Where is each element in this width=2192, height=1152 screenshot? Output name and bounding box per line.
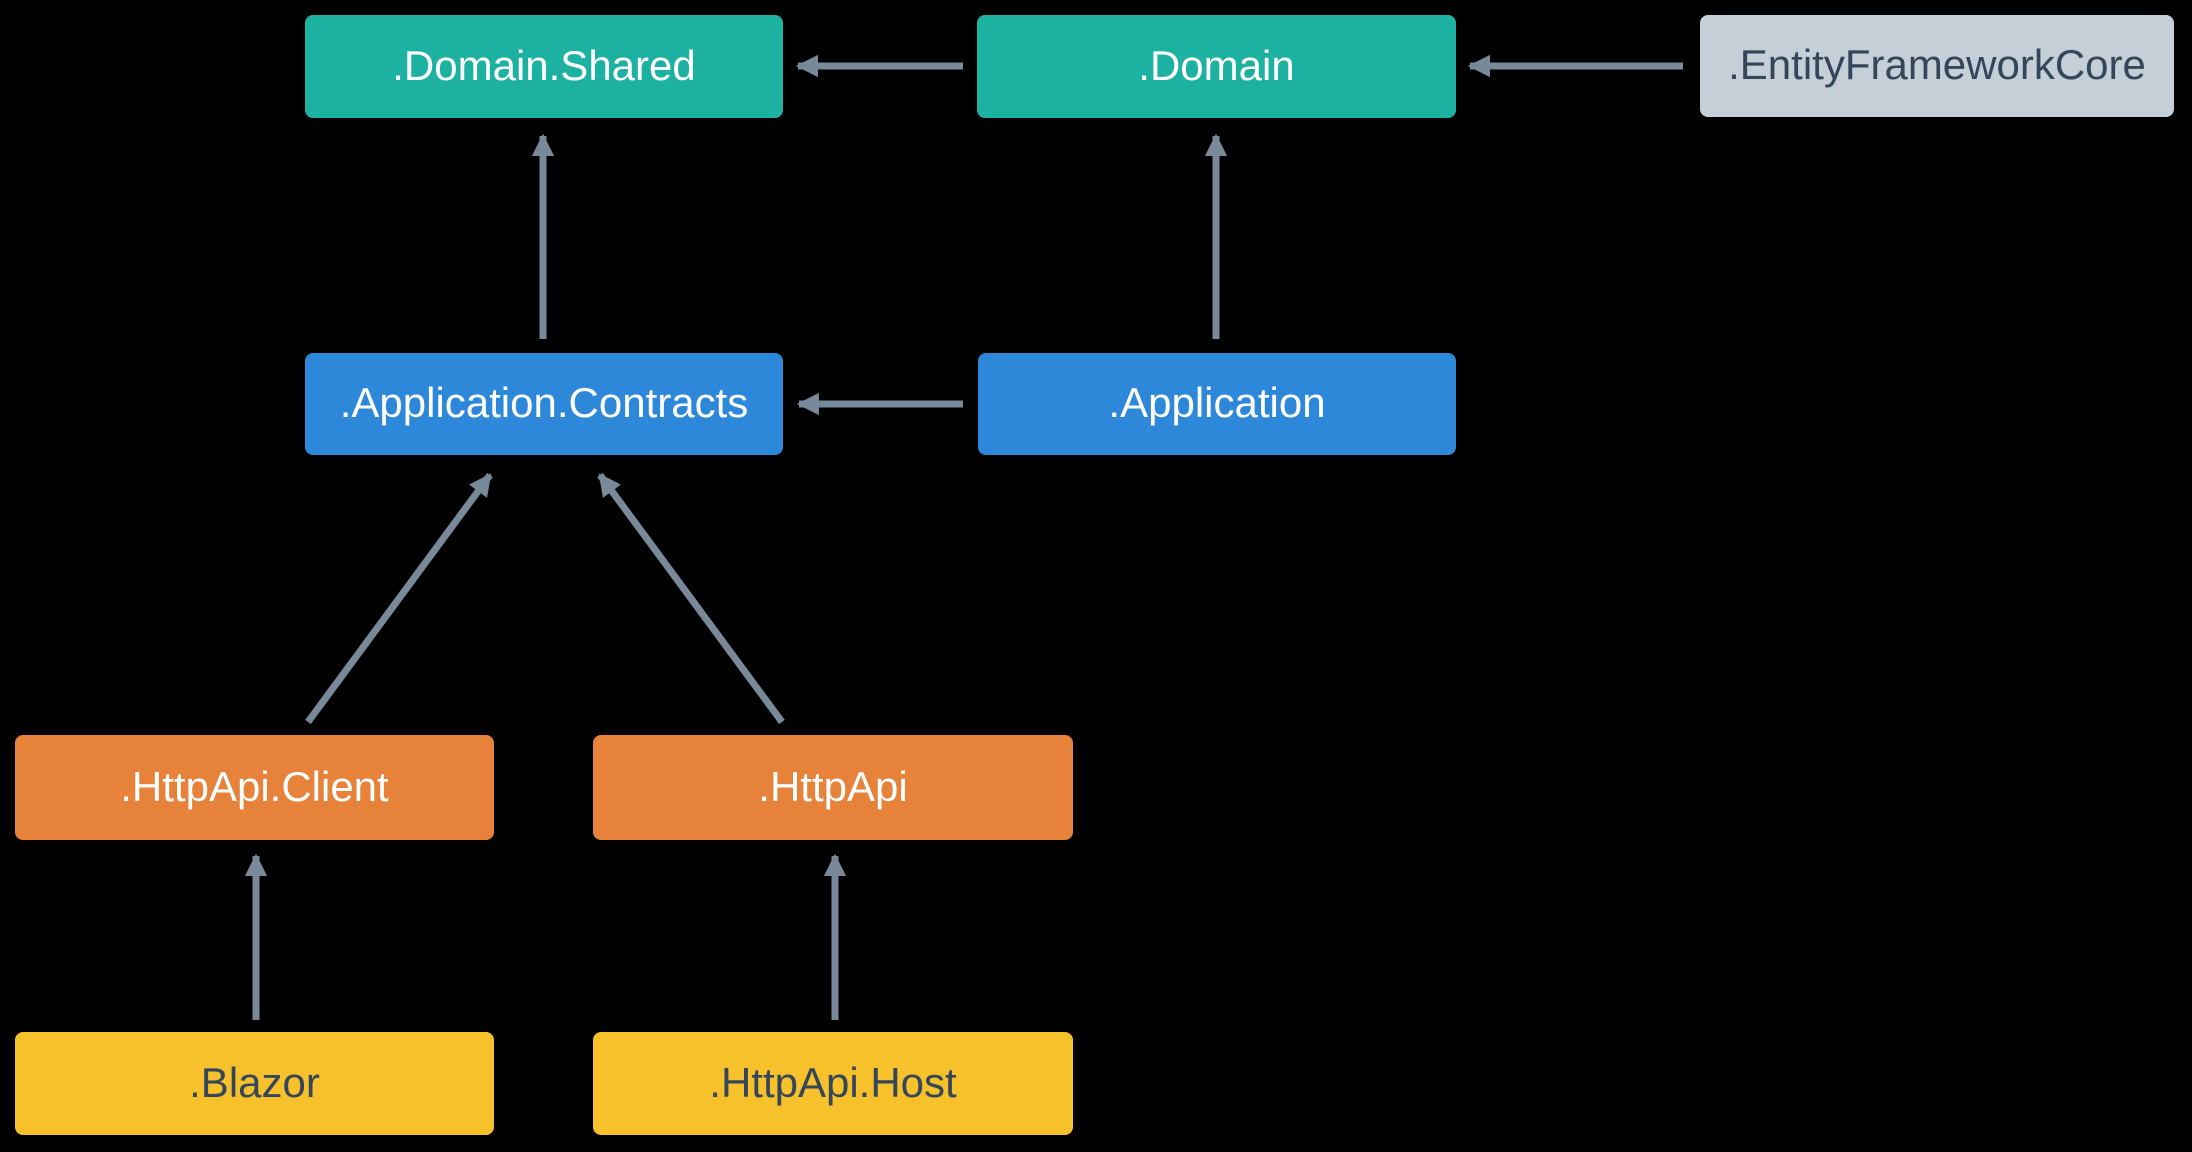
node-application: .Application <box>978 353 1456 455</box>
node-blazor: .Blazor <box>15 1032 494 1135</box>
node-label: .Application <box>1108 379 1326 426</box>
node-label: .Application.Contracts <box>339 379 749 426</box>
node-application-contracts: .Application.Contracts <box>305 353 783 455</box>
node-httpapi-client: .HttpApi.Client <box>15 735 494 840</box>
node-label: .Domain <box>1138 41 1295 89</box>
node-domain: .Domain <box>977 15 1456 118</box>
node-httpapi: .HttpApi <box>593 735 1073 840</box>
node-label: .HttpApi.Host <box>709 1058 957 1106</box>
node-label: .HttpApi.Client <box>120 762 389 810</box>
node-entity-framework-core: .EntityFrameworkCore <box>1700 15 2174 117</box>
node-label: .HttpApi <box>758 762 908 810</box>
arrow-httpapi-client-to-application-contracts <box>305 472 493 725</box>
node-label: .Blazor <box>189 1058 320 1106</box>
node-domain-shared: .Domain.Shared <box>305 15 783 118</box>
node-label: .Domain.Shared <box>392 41 696 89</box>
arrow-httpapi-to-application-contracts <box>597 472 785 725</box>
node-label: .EntityFrameworkCore <box>1728 41 2146 88</box>
node-httpapi-host: .HttpApi.Host <box>593 1032 1073 1135</box>
